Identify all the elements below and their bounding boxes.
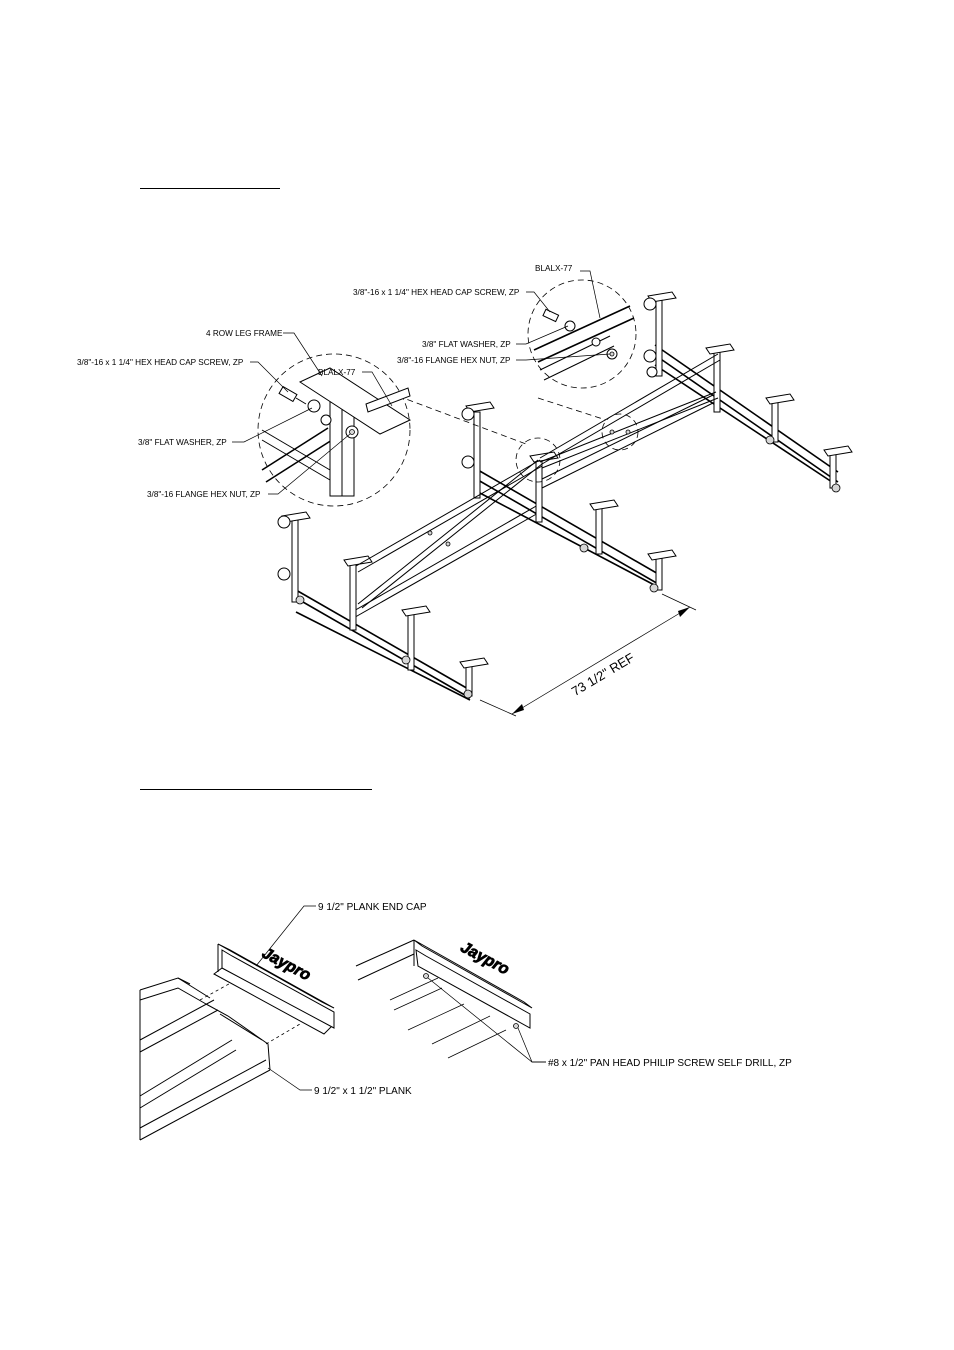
label-washer-right: 3/8" FLAT WASHER, ZP (422, 340, 511, 349)
detail-view-right (527, 279, 637, 389)
label-washer-left: 3/8" FLAT WASHER, ZP (138, 438, 227, 447)
detail-marker-left (515, 437, 561, 483)
label-blalx-right: BLALX-77 (535, 264, 573, 273)
base-rails (295, 344, 839, 701)
section-2-heading-rule (140, 789, 372, 790)
section-1-heading-rule (140, 188, 280, 189)
dimension-label: 73 1/2" REF (569, 650, 637, 699)
frame-assembly-drawing: BLALX-77 3/8"-16 x 1 1/4" HEX HEAD CAP S… (77, 264, 853, 717)
caster-wheels (277, 297, 841, 699)
frame-uprights (291, 299, 837, 697)
end-cap-left: Jaypro (213, 943, 335, 1035)
plank-left (139, 977, 301, 1141)
detail-marker-right (601, 413, 639, 451)
detail-view-left (257, 353, 412, 507)
label-plank: 9 1/2" x 1 1/2" PLANK (314, 1086, 412, 1097)
label-cap-screw-right: 3/8"-16 x 1 1/4" HEX HEAD CAP SCREW, ZP (353, 288, 520, 297)
label-end-cap: 9 1/2" PLANK END CAP (318, 902, 427, 913)
cross-bracing (355, 353, 721, 609)
frame-top-caps (281, 291, 853, 669)
label-cap-screw-left: 3/8"-16 x 1 1/4" HEX HEAD CAP SCREW, ZP (77, 358, 244, 367)
leader-lines (232, 270, 611, 495)
plank-leader-lines (255, 905, 546, 1091)
label-leg-frame: 4 ROW LEG FRAME (206, 329, 283, 338)
plank-right-assembled: Jaypro (355, 938, 533, 1059)
label-nut-left: 3/8"-16 FLANGE HEX NUT, ZP (147, 490, 261, 499)
label-screw: #8 x 1/2" PAN HEAD PHILIP SCREW SELF DRI… (548, 1058, 792, 1069)
label-blalx-left: BLALX-77 (318, 368, 356, 377)
brand-mark-right: Jaypro (458, 939, 513, 979)
dimension-line (479, 593, 697, 717)
label-nut-right: 3/8"-16 FLANGE HEX NUT, ZP (397, 356, 511, 365)
plank-endcap-drawing: Jaypro Jaypro 9 1/2" PLANK END CAP 9 1/2… (139, 902, 792, 1141)
